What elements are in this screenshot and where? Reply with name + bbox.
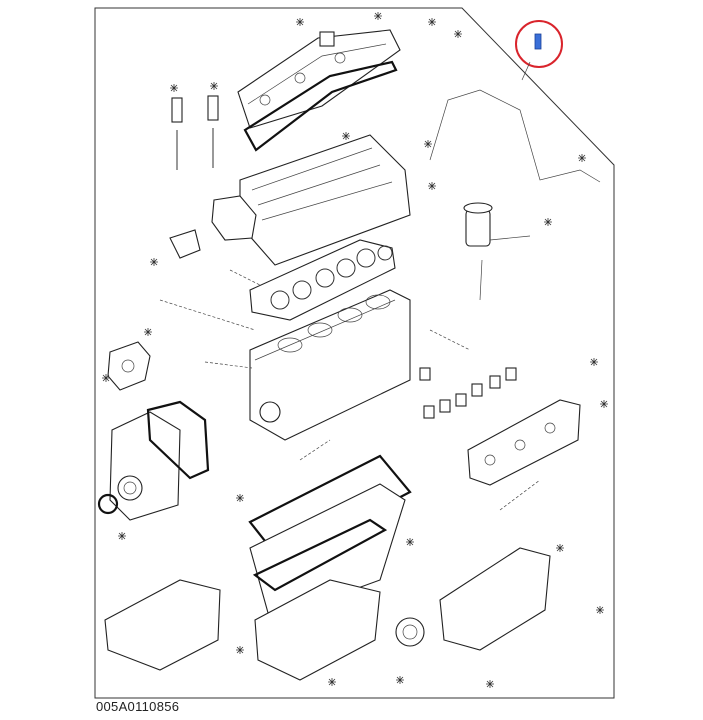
rocker-cover-gasket [243,60,398,152]
front-oil-seal [97,493,119,515]
thermostat-housing [169,195,257,259]
front-timing-cover [109,411,181,521]
oil-pan-lower-right [254,579,381,681]
exhaust-manifold [467,399,581,486]
cylinder-head-gasket [249,239,396,321]
fuel-injection-pump [395,547,551,651]
highlight-circle [515,20,563,68]
oil-pan-lower-gasket [252,518,388,592]
leader-lines [159,269,541,511]
rocker-cover [237,29,401,129]
front-cover-gasket [146,400,210,480]
oil-pan-lower-left [104,579,221,671]
cylinder-block [249,289,411,441]
valve-springs [171,95,219,170]
part-index-marker-icon[interactable] [534,33,542,50]
marker-leader-line [521,61,531,81]
diagram-frame [94,7,615,699]
exhaust-manifold-gaskets [419,367,517,419]
drawing-code: 005A0110856 [96,699,180,714]
fuel-filter [463,202,493,247]
cylinder-head [239,134,411,266]
water-pump [107,341,151,391]
asterisk-callout-icons [102,12,608,688]
oil-pan-upper [249,483,406,621]
fuel-lines [429,89,601,301]
